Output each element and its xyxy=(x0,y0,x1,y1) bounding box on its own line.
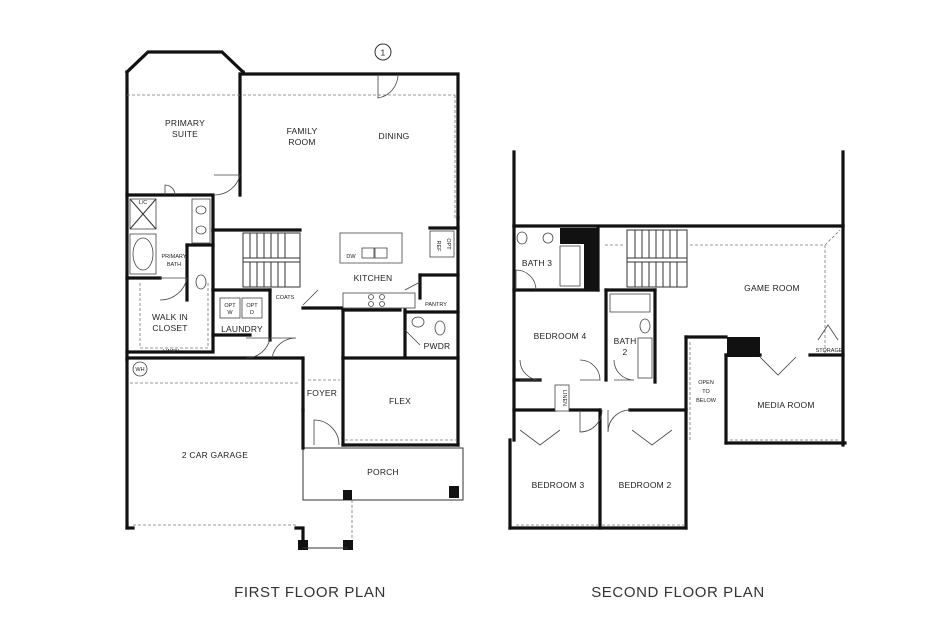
second-floor-stairs xyxy=(626,229,688,288)
room-label-kitchen: KITCHEN xyxy=(354,273,393,283)
room-label-family-room-line2: ROOM xyxy=(288,137,315,147)
room-label-flex: FLEX xyxy=(389,396,411,406)
room-label-family-room-line1: FAMILY xyxy=(287,126,318,136)
room-label-primary-bath-line2: BATH xyxy=(167,262,181,268)
room-label-primary-suite-line2: SUITE xyxy=(172,129,198,139)
first-floor-interior-walls xyxy=(125,72,460,450)
second-floor-plan: BATH 3 GAME ROOM BEDROOM 4 BATH 2 OPEN T… xyxy=(508,150,847,601)
room-label-coats: COATS xyxy=(276,295,295,301)
room-label-bath-3: BATH 3 xyxy=(522,258,552,268)
room-label-walk-in-closet-line1: WALK IN xyxy=(152,312,188,322)
room-label-pantry: PANTRY xyxy=(425,302,447,308)
room-label-garage: 2 CAR GARAGE xyxy=(182,450,248,460)
room-label-media-room: MEDIA ROOM xyxy=(757,400,814,410)
second-floor-interior-walls xyxy=(512,226,845,530)
second-floor-bath-fixtures xyxy=(516,231,653,412)
second-floor-doors xyxy=(515,269,839,446)
linen-closet-label: L/C xyxy=(139,200,148,206)
room-label-walk-in-closet-line2: CLOSET xyxy=(152,323,187,333)
first-floor-plan-title: FIRST FLOOR PLAN xyxy=(234,584,386,601)
kitchen-fixtures xyxy=(339,230,455,309)
second-floor-linen-label: LINEN xyxy=(561,390,567,406)
opt-washer-label-line2: W xyxy=(227,310,233,316)
room-label-bedroom-2: BEDROOM 2 xyxy=(619,480,672,490)
room-label-bedroom-3: BEDROOM 3 xyxy=(532,480,585,490)
opt-label: OPT xyxy=(445,238,451,250)
room-label-bath-2-line1: BATH xyxy=(614,336,637,346)
first-floor-bath-fixtures xyxy=(129,198,446,377)
section-marker-label: 1 xyxy=(381,48,386,58)
room-label-open-to-below-line1: OPEN xyxy=(698,380,714,386)
room-label-foyer: FOYER xyxy=(307,388,337,398)
room-label-game-room: GAME ROOM xyxy=(744,283,800,293)
first-floor-exterior-walls xyxy=(124,50,460,550)
opt-washer-label-line1: OPT xyxy=(224,303,236,309)
room-label-bath-2-line2: 2 xyxy=(623,347,628,357)
room-label-primary-suite-line1: PRIMARY xyxy=(165,118,205,128)
first-floor-plan: 1 PRIMARY SUITE FAMILY ROOM DINING PRIMA… xyxy=(124,43,464,601)
opt-dryer-label-line2: D xyxy=(250,310,254,316)
room-label-dining: DINING xyxy=(379,131,410,141)
linen-label: LINEN xyxy=(163,349,179,355)
second-floor-dashed-lines xyxy=(516,229,841,526)
room-label-laundry: LAUNDRY xyxy=(221,324,263,334)
porch-outline xyxy=(298,447,464,550)
room-label-pwdr: PWDR xyxy=(424,341,451,351)
water-heater-label: WH xyxy=(135,367,144,373)
storage-label: STORAGE xyxy=(816,348,843,354)
second-floor-exterior-walls xyxy=(508,150,847,530)
room-label-open-to-below-line2: TO xyxy=(702,389,710,395)
second-floor-plan-title: SECOND FLOOR PLAN xyxy=(591,584,765,601)
first-floor-stairs xyxy=(242,232,301,288)
first-floor-dashed-lines xyxy=(127,94,456,526)
room-label-primary-bath-line1: PRIMARY xyxy=(162,254,187,260)
section-marker: 1 xyxy=(374,43,392,61)
room-label-porch: PORCH xyxy=(367,467,399,477)
room-label-open-to-below-line3: BELOW xyxy=(696,398,717,404)
opt-dryer-label-line1: OPT xyxy=(246,303,258,309)
room-label-bedroom-4: BEDROOM 4 xyxy=(534,331,587,341)
refrigerator-label: REF xyxy=(435,241,441,253)
dishwasher-label: DW xyxy=(346,254,356,260)
first-floor-doors xyxy=(159,73,421,446)
